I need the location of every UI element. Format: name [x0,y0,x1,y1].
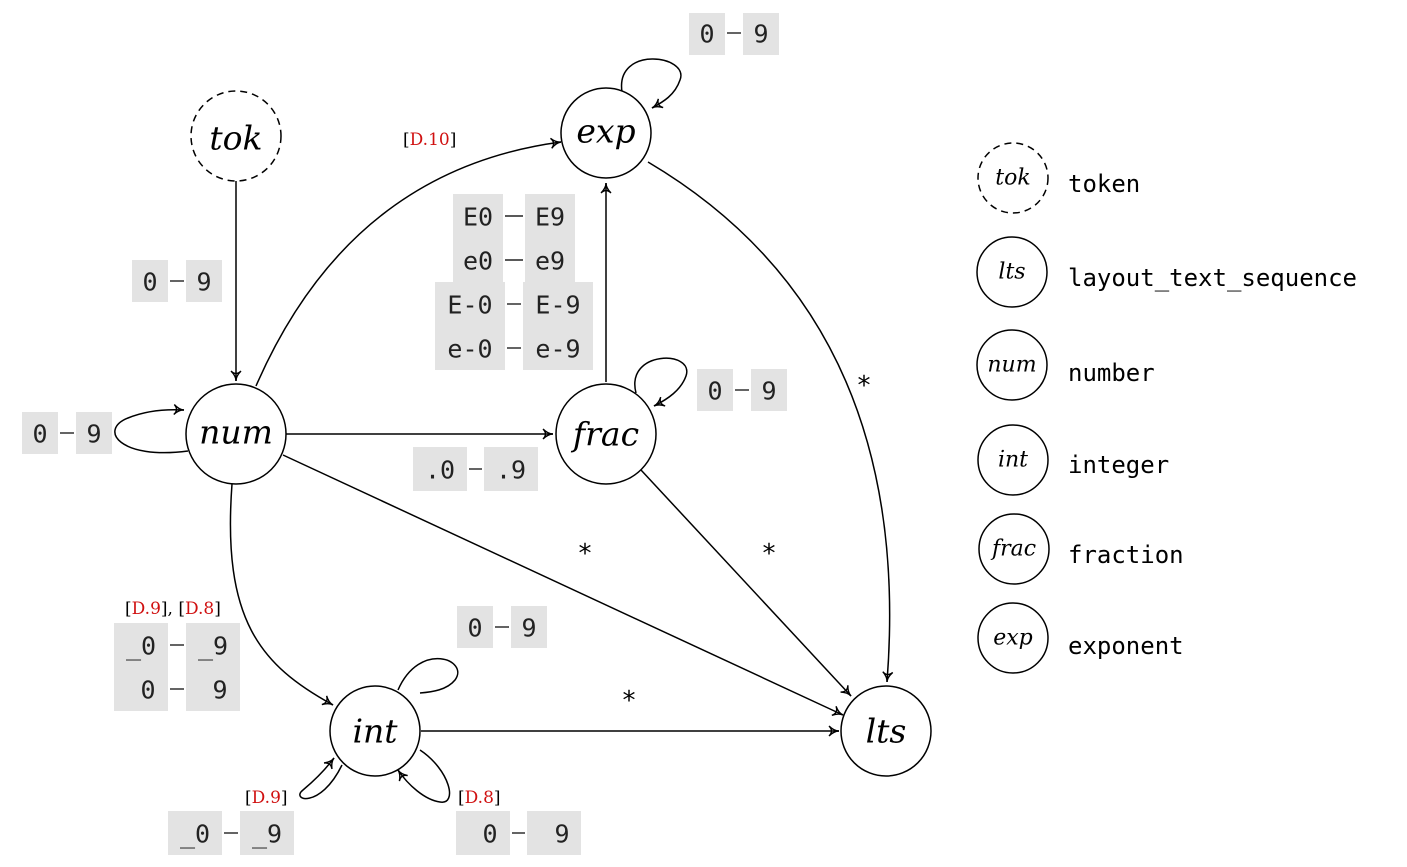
range-end: 9 [554,820,569,849]
legend-item-name: number [1068,359,1155,387]
legend: tok token lts layout_text_sequence num n… [976,142,1357,674]
range-end: _9 [252,820,282,849]
legend-item-layout-text-sequence: lts layout_text_sequence [976,236,1357,308]
range-start: e-0 [447,335,492,364]
range-start: e0 [463,247,493,276]
edge-label-frac-lts: * [763,539,776,569]
edge-label-num-lts: * [579,539,592,569]
legend-item-exponent: exp exponent [977,602,1184,674]
range-exp-self: 0 9 [689,13,779,55]
range-frac-self: 0 9 [697,369,787,411]
node-lts-label: lts [866,712,907,751]
ref-num-int: [D.9], [D.8] [125,599,221,619]
edge-num-self-loop [114,404,189,454]
range-end: .9 [496,456,526,485]
range-start: 0 [142,268,157,297]
legend-item-name: fraction [1068,541,1184,569]
range-end: E9 [535,203,565,232]
legend-node-label: int [998,448,1028,473]
edges [114,58,894,803]
node-exp: exp [560,87,652,179]
range-end: 9 [521,614,536,643]
range-end: 9 [212,676,227,705]
range-start: .0 [425,456,455,485]
range-start: 0 [32,420,47,449]
legend-node-label: exp [993,626,1033,651]
edge-int-self-loop-top [397,658,459,694]
edge-label-int-lts: * [623,686,636,716]
legend-node-label: tok [995,166,1030,191]
edge-int-self-loop-left [299,757,343,800]
edge-frac-lts [640,469,852,697]
legend-node-label: frac [990,537,1036,562]
node-num-label: num [199,413,273,452]
range-start: 0 [699,20,714,49]
edge-num-exp [255,137,562,387]
node-tok-label: tok [209,119,262,158]
legend-item-name: layout_text_sequence [1068,264,1357,292]
range-end: 9 [196,268,211,297]
range-end: e9 [535,247,565,276]
edge-label-exp-lts: * [858,371,871,401]
range-start: E0 [463,203,493,232]
node-lts: lts [840,685,932,777]
range-end: 9 [761,377,776,406]
range-end: _9 [198,632,228,661]
edge-exp-self-loop [621,58,682,109]
legend-item-fraction: frac fraction [978,513,1184,585]
range-num-self: 0 9 [22,412,112,454]
range-end: 9 [86,420,101,449]
node-frac: frac [555,383,657,485]
range-start: _0 [180,820,210,849]
edge-frac-self-loop [634,357,688,407]
node-frac-label: frac [570,415,639,454]
legend-node-label: lts [998,260,1025,285]
range-start: 0 [707,377,722,406]
edge-num-lts [282,454,844,716]
edge-num-int [229,483,334,706]
range-start: _0 [126,632,156,661]
edge-int-self-loop-right [397,749,451,803]
legend-item-integer: int integer [977,424,1169,496]
edge-exp-lts [647,161,894,683]
range-frac-exp: E0 E9 e0 e9 E-0 E-9 e-0 e-9 [435,194,593,370]
node-exp-label: exp [576,112,635,151]
range-end: 9 [753,20,768,49]
ref-num-exp: [D.10] [403,130,456,150]
legend-item-name: integer [1068,451,1169,479]
legend-item-name: token [1068,170,1140,198]
range-int-self-top: 0 9 [457,606,547,648]
range-start: 0 [140,676,155,705]
range-start: 0 [467,614,482,643]
legend-item-number: num number [976,329,1155,401]
range-end: E-9 [535,291,580,320]
legend-item-name: exponent [1068,632,1184,660]
range-end: e-9 [535,335,580,364]
range-start: E-0 [447,291,492,320]
node-int: int [329,685,421,777]
ref-int-left: [D.9] [245,788,288,808]
node-tok: tok [190,90,282,182]
range-num-int: _0 _9 0 9 [114,623,240,711]
legend-node-label: num [987,353,1036,378]
range-start: 0 [482,820,497,849]
range-int-self-right: 0 9 [456,811,581,855]
ref-int-right: [D.8] [458,788,501,808]
node-num: num [185,383,287,485]
legend-item-token: tok token [977,142,1140,214]
node-int-label: int [352,712,398,751]
range-num-frac: .0 .9 [413,447,538,491]
range-tok-num: 0 9 [132,260,222,302]
range-int-self-left: _0 _9 [168,811,294,855]
